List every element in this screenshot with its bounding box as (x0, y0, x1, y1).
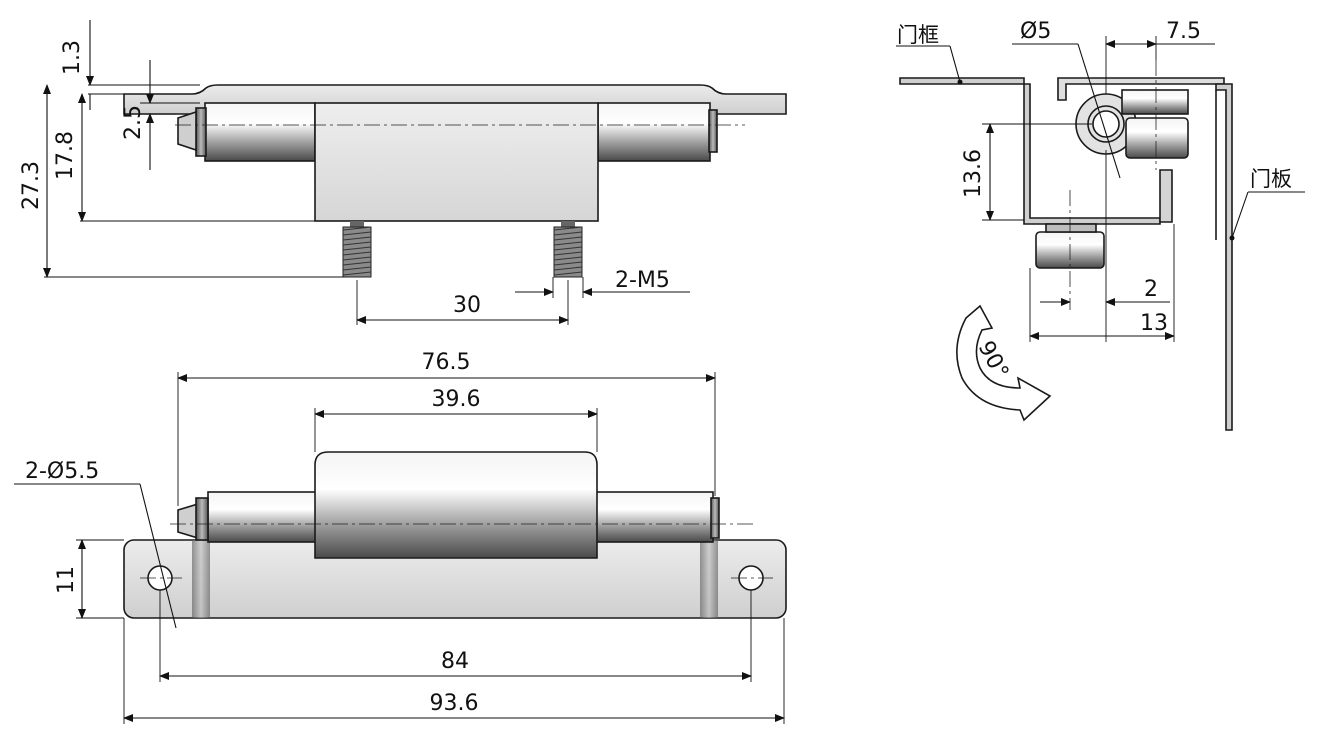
pin-head-front (177, 502, 199, 540)
stud-thread-left (342, 226, 372, 278)
dim-13: 13 (1140, 311, 1168, 336)
dim-11: 11 (54, 566, 79, 594)
right-plate-rib (700, 540, 718, 618)
raised-leaf (314, 451, 598, 559)
nut-top (1125, 117, 1189, 159)
left-barrel (204, 102, 316, 162)
washer-bottom (1045, 223, 1097, 233)
barrel-cap-right-front (710, 497, 720, 539)
left-end-cap (195, 107, 207, 157)
dim-76-5: 76.5 (422, 350, 471, 375)
dim-2: 2 (1144, 277, 1158, 302)
dim-27-3: 27.3 (19, 161, 44, 210)
stud-right (561, 221, 575, 227)
bolt-top (1121, 89, 1189, 115)
pin-section (1092, 110, 1120, 138)
dim-2-m5: 2-M5 (615, 268, 670, 293)
dim-39-6: 39.6 (432, 387, 481, 412)
dim-1-3: 1.3 (60, 40, 85, 75)
side-view: 1.3 17.8 27.3 2.5 30 2-M5 (19, 20, 787, 325)
barrel-cap-front (195, 497, 209, 541)
front-view: 76.5 39.6 2-Ø5.5 11 84 93.6 (14, 350, 787, 724)
right-barrel (597, 102, 711, 162)
dim-2-5: 2.5 (121, 105, 146, 140)
dim-93-6: 93.6 (430, 691, 479, 716)
dim-13-6: 13.6 (961, 149, 986, 198)
dim-2-phi-5-5: 2-Ø5.5 (25, 459, 99, 484)
door-panel (1215, 83, 1233, 431)
label-door-panel: 门板 (1250, 167, 1292, 191)
rotation-arrow-90 (956, 304, 1052, 422)
dim-30: 30 (453, 293, 481, 318)
section-view: 门框 门板 Ø5 7.5 13.6 2 13 90° (896, 19, 1305, 431)
right-end-cap (708, 109, 718, 153)
dim-7-5: 7.5 (1166, 19, 1201, 44)
stud-left (350, 221, 364, 227)
stud-thread-right (553, 226, 583, 278)
dim-84: 84 (441, 649, 469, 674)
left-plate-rib (192, 540, 210, 618)
hinge-leaf (1057, 77, 1225, 101)
center-block (314, 102, 599, 222)
pin-head (177, 110, 197, 152)
label-door-frame: 门框 (897, 23, 939, 47)
dim-17-8: 17.8 (53, 131, 78, 180)
dim-phi-5: Ø5 (1020, 19, 1051, 44)
inner-bracket (1159, 169, 1173, 223)
